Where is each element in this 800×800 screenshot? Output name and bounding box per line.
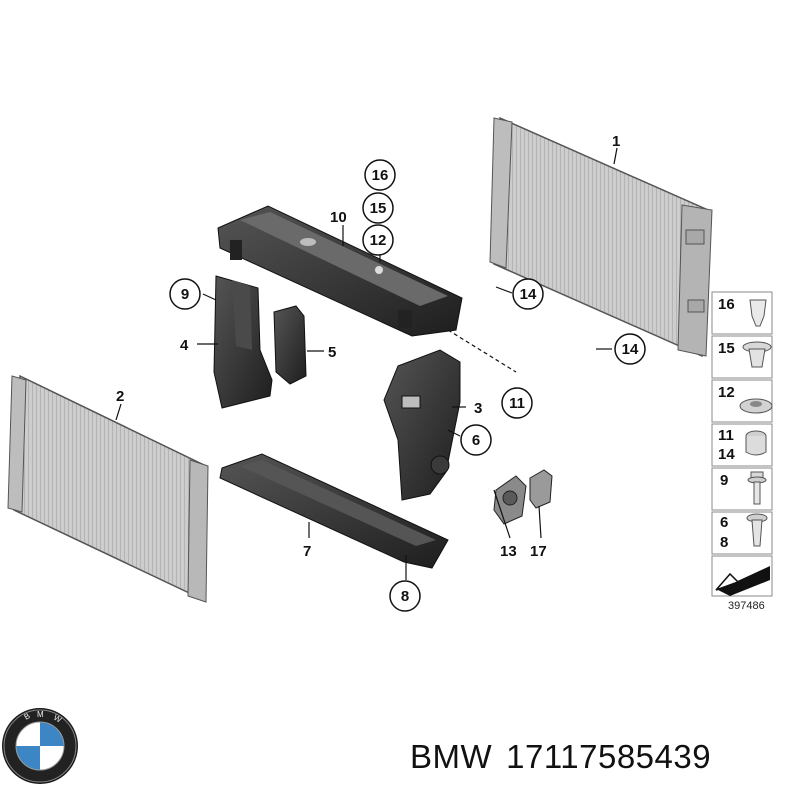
right-air-duct-part-3 <box>383 349 461 501</box>
rubber-mount-icon <box>745 430 767 456</box>
circle-callout-14-lower: 14 <box>614 333 646 365</box>
condenser-part-2 <box>7 374 209 603</box>
callout-3: 3 <box>474 400 482 417</box>
callout-16: 16 <box>372 167 389 184</box>
arrow-symbol-icon <box>715 566 770 596</box>
callout-2: 2 <box>116 388 124 405</box>
bmw-logo: B M W <box>2 708 78 784</box>
callout-10: 10 <box>330 209 347 226</box>
callout-13: 13 <box>500 543 517 560</box>
part-number: 17117585439 <box>506 738 712 775</box>
svg-text:B: B <box>23 711 32 721</box>
callout-6: 6 <box>472 432 480 449</box>
lower-duct-part-7 <box>219 453 449 569</box>
bracket-part-13 <box>493 475 527 525</box>
circle-callout-6: 6 <box>460 424 492 456</box>
legend-row-12: 12 <box>711 379 773 423</box>
svg-text:M: M <box>37 710 44 719</box>
grommet-icon <box>739 398 773 414</box>
callout-1: 1 <box>612 133 620 150</box>
callout-12: 12 <box>370 232 387 249</box>
radiator-part-1 <box>489 116 713 358</box>
circle-callout-16: 16 <box>364 159 396 191</box>
svg-text:W: W <box>52 713 63 725</box>
legend-num-8: 8 <box>720 534 728 551</box>
legend-num-14: 14 <box>718 446 735 463</box>
circle-callout-11: 11 <box>501 387 533 419</box>
legend-row-11-14: 11 14 <box>711 423 773 467</box>
legend-row-6-8: 6 8 <box>711 511 773 555</box>
callout-4: 4 <box>180 337 189 354</box>
legend-row-16: 16 <box>711 291 773 335</box>
legend-num-15: 15 <box>718 340 735 357</box>
legend-num-11: 11 <box>718 427 734 444</box>
callout-14: 14 <box>622 341 639 358</box>
brand-name: BMW <box>410 738 493 775</box>
callout-14: 14 <box>520 286 537 303</box>
legend-row-symbol <box>711 555 773 597</box>
deflector-part-5 <box>273 305 307 385</box>
circle-callout-15: 15 <box>362 192 394 224</box>
bracket-part-17 <box>529 469 553 509</box>
legend-num-12: 12 <box>718 384 735 401</box>
circle-callout-14-upper: 14 <box>512 278 544 310</box>
part-caption: BMW 17117585439 <box>410 738 725 776</box>
callout-15: 15 <box>370 200 387 217</box>
callout-8: 8 <box>401 588 409 605</box>
screw-icon <box>746 513 768 547</box>
circle-callout-8: 8 <box>389 580 421 612</box>
callout-11: 11 <box>509 395 525 412</box>
callout-9: 9 <box>181 286 189 303</box>
circle-callout-12: 12 <box>362 224 394 256</box>
legend-num-16: 16 <box>718 296 735 313</box>
circle-callout-9: 9 <box>169 278 201 310</box>
upper-carrier-part-10 <box>217 205 463 337</box>
callout-17: 17 <box>530 543 547 560</box>
image-code: 397486 <box>728 600 765 612</box>
legend-num-6: 6 <box>720 514 728 531</box>
bolt-icon <box>747 471 767 505</box>
clip-icon <box>749 299 767 327</box>
callout-7: 7 <box>303 543 311 560</box>
legend-row-15: 15 <box>711 335 773 379</box>
legend-num-9: 9 <box>720 472 728 489</box>
fastener-legend: 16 15 12 11 14 <box>711 291 773 612</box>
legend-row-9: 9 <box>711 467 773 511</box>
expansion-rivet-icon <box>742 341 772 368</box>
leader-lines <box>115 147 618 580</box>
callout-5: 5 <box>328 344 336 361</box>
left-air-duct-part-4 <box>213 275 273 409</box>
